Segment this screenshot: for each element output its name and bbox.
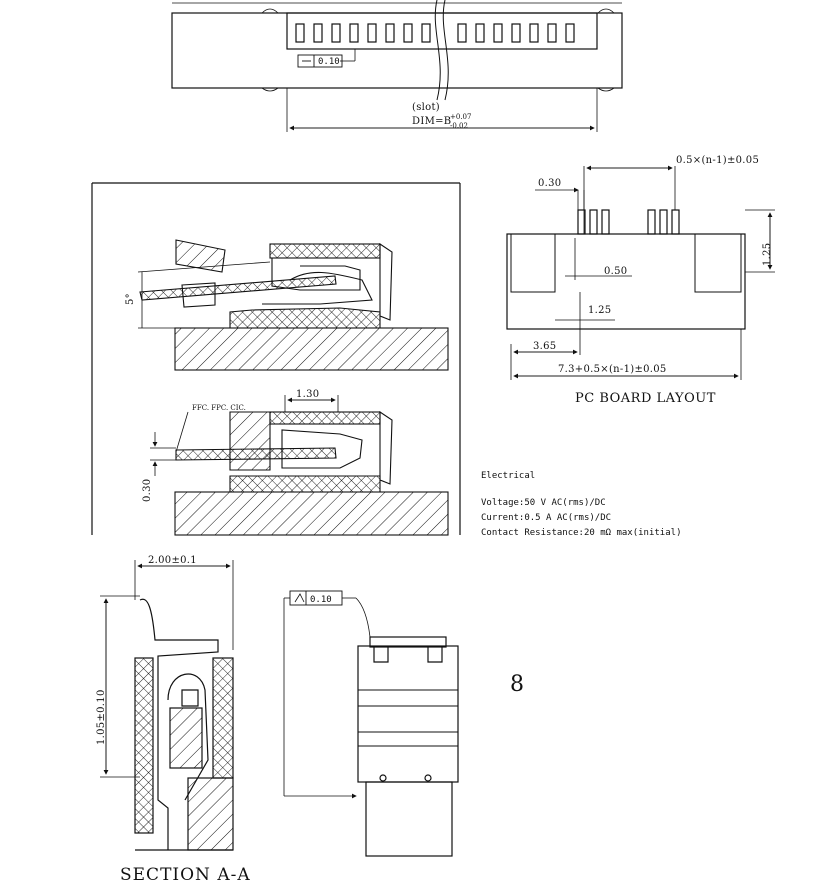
pcb-title: PC BOARD LAYOUT [575, 391, 716, 406]
pcb-layout [506, 165, 775, 380]
solder-pad [659, 209, 668, 235]
spacing-label: 0.50 [604, 266, 627, 277]
contact-slot [421, 23, 431, 43]
top-tolerance-value: 0.10 [318, 57, 340, 67]
connector-top-view [171, 0, 623, 132]
insert-width: 1.30 [296, 389, 319, 400]
electrical-resistance: Contact Resistance:20 mΩ max(initial) [481, 528, 681, 538]
contact-slot [313, 23, 323, 43]
angle-label: 5° [125, 293, 136, 305]
side-tolerance-value: 0.10 [310, 595, 332, 605]
height-label: 1.25 [762, 243, 773, 266]
insert-label: FFC. FPC. CIC. [192, 404, 246, 412]
dim-b-lower: -0.02 [450, 122, 468, 130]
solder-pad [671, 209, 680, 235]
contact-slot [493, 23, 503, 43]
contact-slot [547, 23, 557, 43]
solder-pad [601, 209, 610, 235]
electrical-voltage: Voltage:50 V AC(rms)/DC [481, 498, 606, 508]
contact-slot [295, 23, 305, 43]
cross-section-frame [91, 182, 461, 535]
contact-slot [367, 23, 377, 43]
dim-b-label: DIM=B [412, 116, 451, 127]
section-view-open [150, 395, 449, 536]
contact-slot [511, 23, 521, 43]
section-width-label: 2.00±0.1 [148, 555, 197, 566]
solder-pad [647, 209, 656, 235]
page-number: 8 [510, 672, 524, 697]
offset-label: 1.25 [588, 305, 611, 316]
contact-slot [403, 23, 413, 43]
section-height-label: 1.05±0.10 [96, 689, 107, 745]
electrical-heading: Electrical [481, 471, 535, 481]
pin-width-label: 0.30 [538, 178, 561, 189]
section-aa-drawing [100, 560, 234, 851]
slot-label: (slot) [412, 102, 440, 113]
overall-label: 7.3+0.5×(n-1)±0.05 [558, 364, 667, 375]
contact-slot [385, 23, 395, 43]
contact-slot [475, 23, 485, 43]
contact-slot [349, 23, 359, 43]
dim-b-upper: +0.07 [450, 113, 471, 121]
edge-label: 3.65 [533, 341, 556, 352]
electrical-current: Current:0.5 A AC(rms)/DC [481, 513, 611, 523]
contact-slot [529, 23, 539, 43]
pitch-label: 0.5×(n-1)±0.05 [676, 155, 759, 166]
section-title: SECTION A-A [120, 865, 251, 884]
side-view-drawing [283, 590, 459, 857]
section-view-inserted [137, 239, 449, 371]
contact-slot [565, 23, 575, 43]
gap-label: 0.30 [142, 479, 153, 502]
solder-pad [589, 209, 598, 235]
contact-slot [331, 23, 341, 43]
contact-slot [457, 23, 467, 43]
